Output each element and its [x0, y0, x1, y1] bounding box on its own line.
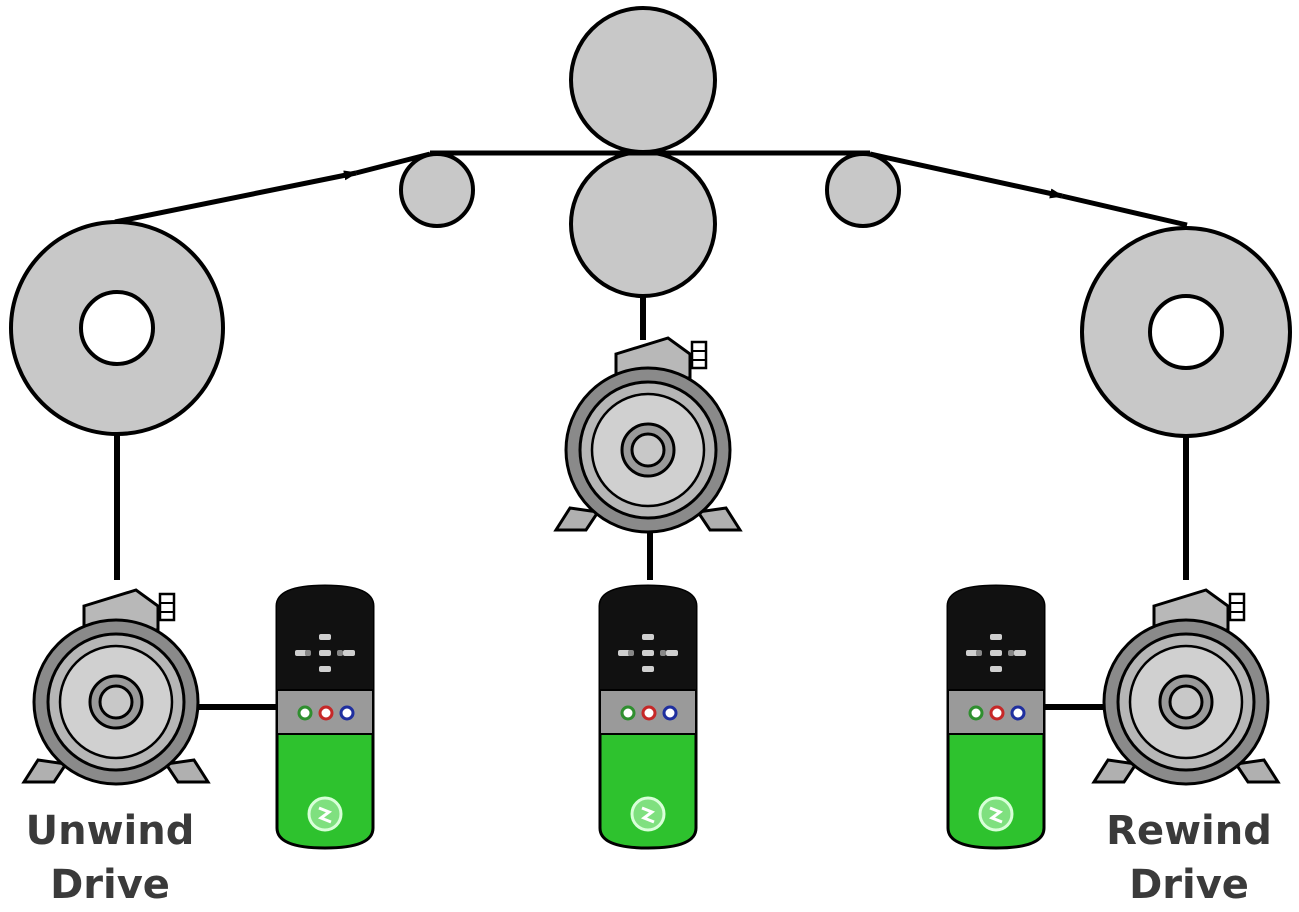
- web-arrow-left: [114, 170, 358, 225]
- rewind-drive-label: Rewind Drive: [1079, 804, 1299, 912]
- rewind-label-line2: Drive: [1129, 862, 1249, 908]
- rewind-drive-icon: [946, 584, 1046, 850]
- unwind-drive-icon: [275, 584, 375, 850]
- unwind-roll: [9, 220, 225, 436]
- web-segment: [1061, 193, 1188, 228]
- rewind-motor-icon: [1092, 588, 1280, 786]
- unwind-motor-icon: [22, 588, 210, 786]
- center-drive-icon: [598, 584, 698, 850]
- rewind-roll: [1080, 226, 1292, 438]
- connections: [114, 296, 1189, 710]
- idler-roll-left: [399, 152, 475, 228]
- unwind-label-line1: Unwind: [25, 808, 195, 854]
- nip-roll-bottom: [569, 150, 717, 298]
- center-motor-icon: [554, 336, 742, 534]
- nip-roll-top: [569, 6, 717, 154]
- rewind-label-line1: Rewind: [1106, 808, 1272, 854]
- idler-roll-right: [825, 152, 901, 228]
- web-segment: [355, 151, 431, 176]
- unwind-drive-label: Unwind Drive: [0, 804, 220, 912]
- web-arrow-right: [869, 151, 1064, 199]
- unwind-label-line2: Drive: [50, 862, 170, 908]
